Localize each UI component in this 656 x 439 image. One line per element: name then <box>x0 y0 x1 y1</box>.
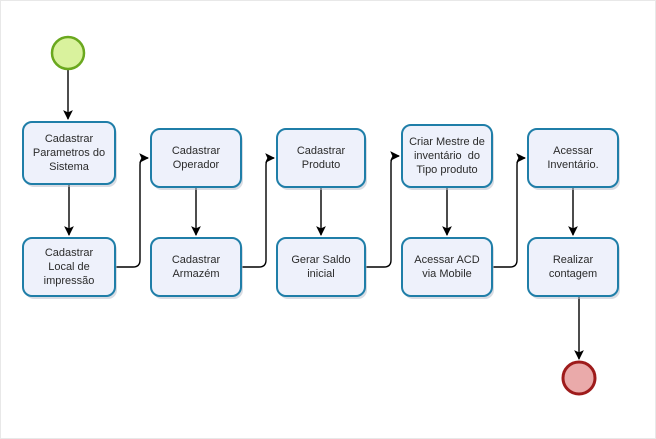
node-label-line: impressão <box>44 275 95 287</box>
node-label: Realizar contagem <box>549 254 597 280</box>
connector-acd-to-acessar-inventario <box>492 153 526 268</box>
node-label-line: Local de <box>48 261 90 273</box>
node-rect[interactable] <box>527 237 619 297</box>
end-event-circle[interactable] <box>561 360 597 396</box>
connectors-layer <box>63 70 584 360</box>
node-label-line: Acessar ACD <box>414 254 479 266</box>
node-label-line: Cadastrar <box>172 254 221 266</box>
node-label-line: Produto <box>302 159 341 171</box>
node-rect[interactable] <box>401 237 493 297</box>
process-node-acessar-acd-via-mobile[interactable]: Acessar ACD via Mobile <box>401 237 494 299</box>
process-node-criar-mestre-de-inventario-do-tipo-produto[interactable]: Criar Mestre de inventário do Tipo produto <box>401 124 494 190</box>
node-rect[interactable] <box>150 128 242 188</box>
node-rect[interactable] <box>276 237 366 297</box>
node-label: Criar Mestre de inventário do Tipo produto <box>409 136 485 176</box>
node-label-line: Cadastrar <box>172 145 221 157</box>
node-rect[interactable] <box>22 237 116 297</box>
node-label-line: Acessar <box>553 145 593 157</box>
node-rect[interactable] <box>401 124 493 188</box>
start-event-circle[interactable] <box>50 35 86 71</box>
node-label-line: Armazém <box>172 268 219 280</box>
node-label: Gerar Saldo inicial <box>291 254 350 280</box>
node-rect[interactable] <box>150 237 242 297</box>
node-label-line: Inventário. <box>547 159 598 171</box>
node-rect[interactable] <box>527 128 619 188</box>
node-label-line: Cadastrar <box>45 133 94 145</box>
connector-saldo-to-mestre <box>365 151 400 268</box>
node-label-line: Tipo produto <box>416 164 477 176</box>
connector-armazem-to-produto <box>241 153 275 268</box>
node-label-line: Realizar <box>553 254 594 266</box>
node-label-line: Sistema <box>49 161 90 173</box>
node-label-line: Criar Mestre de <box>409 136 485 148</box>
node-label-line: contagem <box>549 268 597 280</box>
process-node-gerar-saldo-inicial[interactable]: Gerar Saldo inicial <box>276 237 367 299</box>
node-label-line: Gerar Saldo <box>291 254 350 266</box>
node-label-line: inicial <box>307 268 335 280</box>
node-rect[interactable] <box>22 121 116 185</box>
node-label-line: Parametros do <box>33 147 105 159</box>
node-label-line: via Mobile <box>422 268 472 280</box>
node-label: Acessar ACD via Mobile <box>414 254 479 280</box>
node-label-line: Operador <box>173 159 220 171</box>
node-label-line: Cadastrar <box>45 247 94 259</box>
node-rect[interactable] <box>276 128 366 188</box>
node-label-line: inventário do <box>414 150 480 162</box>
connector-local-to-operador <box>115 153 149 268</box>
node-label-line: Cadastrar <box>297 145 346 157</box>
process-node-realizar-contagem[interactable]: Realizar contagem <box>527 237 620 299</box>
